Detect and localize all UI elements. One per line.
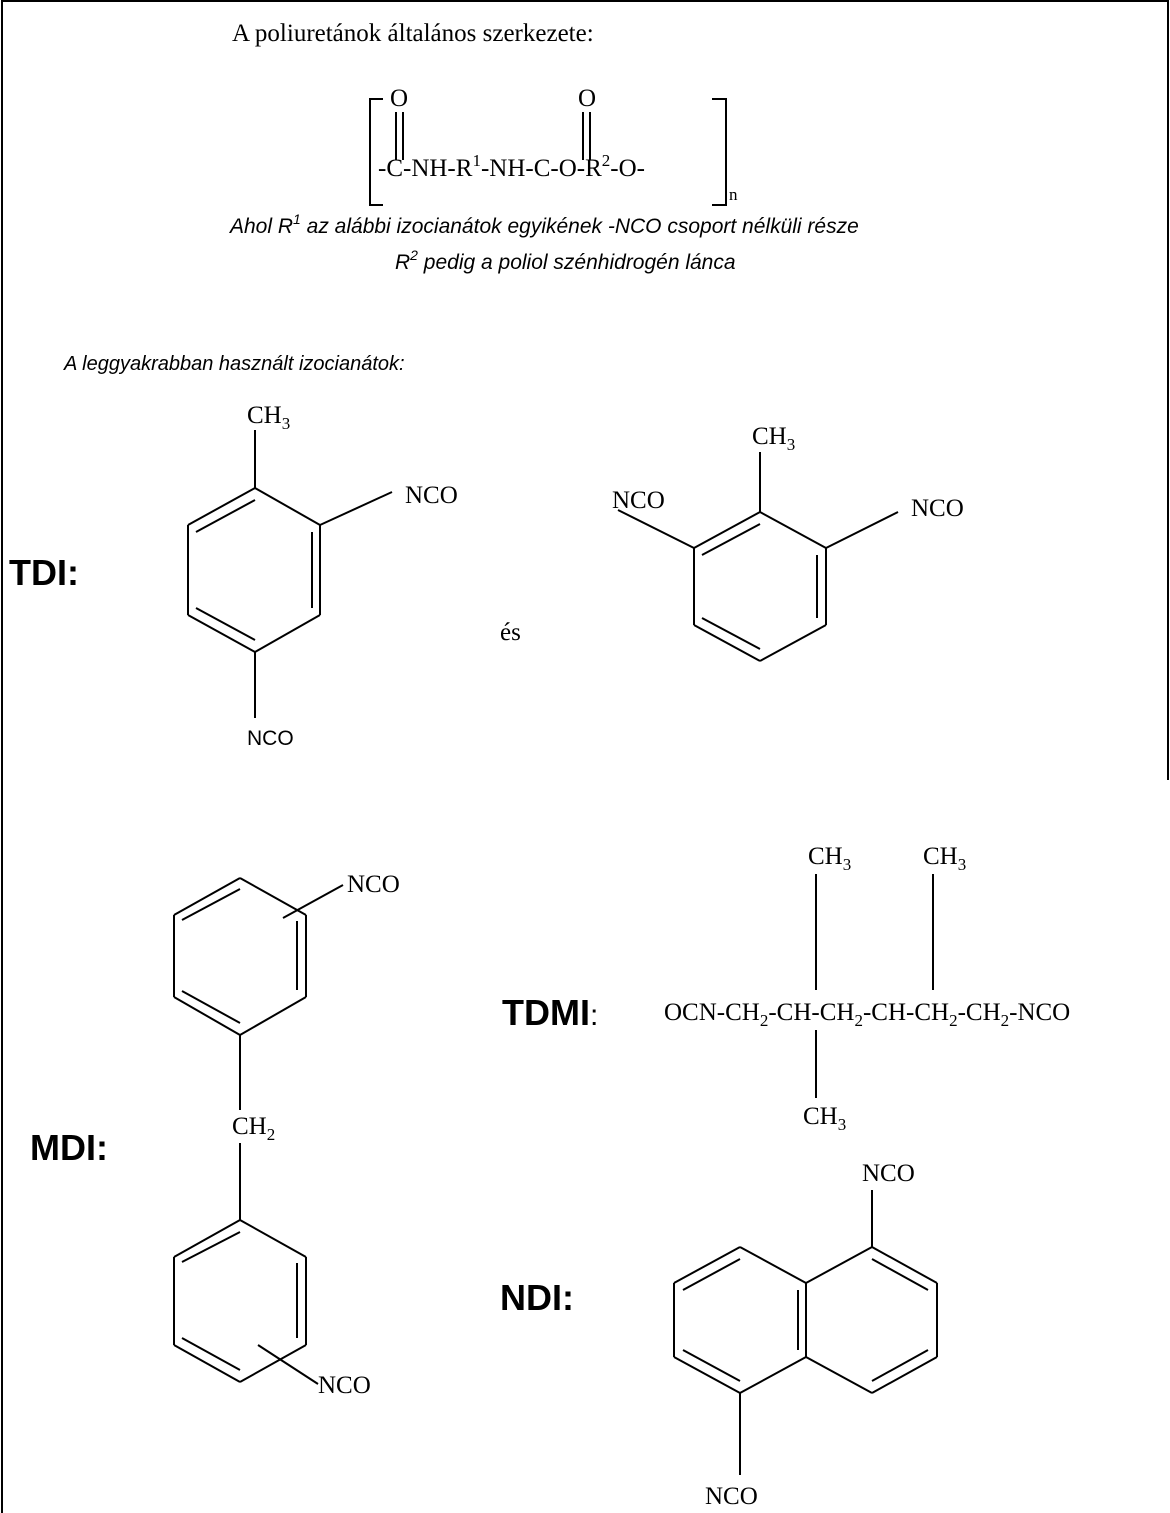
tdi-24-ch: CH	[247, 402, 282, 429]
tdmi-chain-p5: -NCO	[1009, 999, 1070, 1026]
formula-part-1: -C-NH-R	[378, 155, 473, 182]
tdmi-chain-s3: 2	[949, 1011, 958, 1030]
explain-line-2: R2 pedig a poliol szénhidrogén lánca	[395, 247, 736, 274]
explain-1-a: Ahol R	[228, 215, 293, 238]
tdi-26-nco-left: NCO	[612, 487, 665, 514]
mdi-label: MDI:	[30, 1127, 108, 1168]
tdmi-m1-sub: 3	[843, 855, 852, 874]
mdi-lower-nco: NCO	[318, 1372, 371, 1399]
explain-2-sup: 2	[409, 247, 418, 263]
tdmi-chain-p4: -CH	[958, 999, 1001, 1026]
tdi-24-ring	[187, 487, 321, 653]
tdmi-chain-s2: 2	[854, 1011, 863, 1030]
tdmi-m2-sub: 3	[958, 855, 967, 874]
carbonyl-oxygen-2: O	[578, 85, 596, 112]
tdmi-methyl-bottom: CH3	[803, 1103, 846, 1134]
explain-2-a: R	[395, 251, 410, 274]
ndi-structure: NCO NCO	[673, 1160, 938, 1510]
tdmi-chain-s1: 2	[760, 1011, 769, 1030]
mdi-methylene: CH2	[232, 1113, 275, 1144]
tdi-26-nco-right: NCO	[911, 495, 964, 522]
mdi-sub2: 2	[267, 1125, 276, 1144]
general-formula: -C-NH-R1-NH-C-O-R2-O-	[378, 151, 645, 182]
tdmi-label-bold: TDMI	[502, 992, 590, 1033]
tdi-26-sub3: 3	[787, 435, 796, 454]
explain-2-b: pedig a poliol szénhidrogén lánca	[418, 251, 736, 274]
mdi-upper-ring	[173, 877, 307, 1036]
tdmi-methyl-2-top: CH3	[923, 843, 966, 874]
formula-sup-2: 2	[602, 151, 611, 170]
tdi-26-structure: CH3 NCO NCO	[612, 423, 964, 662]
carbonyl-double-bonds	[395, 112, 591, 160]
left-bracket	[369, 98, 383, 206]
tdi-24-methyl: CH3	[247, 402, 290, 433]
tdmi-chain-p2: -CH-CH	[768, 999, 854, 1026]
isocyanates-subtitle: A leggyakrabban használt izocianátok:	[63, 353, 405, 375]
tdi-26-methyl: CH3	[752, 423, 795, 454]
explain-1-b: az alábbi izocianátok egyikének -NCO cso…	[301, 215, 859, 238]
tdmi-m1-ch: CH	[808, 843, 843, 870]
repeat-subscript: n	[729, 185, 738, 204]
mdi-lower-nco-bond	[257, 1344, 319, 1385]
tdmi-m3-ch: CH	[803, 1103, 838, 1130]
ndi-label: NDI:	[500, 1277, 574, 1318]
tdmi-chain: OCN-CH2-CH-CH2-CH-CH2-CH2-NCO	[664, 999, 1070, 1030]
formula-part-2: -NH-C-O-R	[481, 155, 602, 182]
tdi-and-text: és	[500, 619, 521, 646]
tdmi-methyl-1-top: CH3	[808, 843, 851, 874]
general-title: A poliuretánok általános szerkezete:	[232, 20, 594, 47]
mdi-structure: NCO CH2 NCO	[173, 871, 400, 1399]
tdmi-m2-ch: CH	[923, 843, 958, 870]
mdi-lower-ring	[173, 1219, 307, 1383]
tdi-24-nco-bond-top	[319, 491, 393, 526]
mdi-upper-nco: NCO	[347, 871, 400, 898]
tdi-24-structure: CH3 NCO NCO	[187, 402, 458, 750]
tdi-label: TDI:	[9, 552, 79, 593]
carbonyl-oxygen-1: O	[390, 85, 408, 112]
tdmi-label: TDMI:	[502, 992, 598, 1033]
explain-line-1: Ahol R1 az alábbi izocianátok egyikének …	[228, 211, 859, 238]
tdmi-structure: CH3 CH3 OCN-CH2-CH-CH2-CH-CH2-CH2-NCO CH…	[664, 843, 1070, 1134]
tdmi-chain-p1: OCN-CH	[664, 999, 760, 1026]
explain-1-sup: 1	[293, 211, 301, 227]
tdi-26-nco-bond-left	[617, 509, 695, 549]
repeat-unit-brackets	[369, 98, 727, 206]
tdmi-chain-p3: -CH-CH	[863, 999, 949, 1026]
tdmi-chain-s4: 2	[1001, 1011, 1010, 1030]
tdi-26-ch: CH	[752, 423, 787, 450]
tdi-24-nco-bottom: NCO	[247, 727, 294, 750]
tdmi-m3-sub: 3	[838, 1115, 847, 1134]
mdi-upper-nco-bond	[282, 884, 344, 919]
right-bracket	[712, 98, 727, 206]
ndi-nco-bottom: NCO	[705, 1483, 758, 1510]
tdmi-label-colon: :	[590, 999, 598, 1032]
mdi-ch: CH	[232, 1113, 267, 1140]
tdi-26-nco-bond-right	[825, 511, 899, 549]
formula-sup-1: 1	[472, 151, 481, 170]
formula-part-3: -O-	[610, 155, 645, 182]
ndi-nco-top: NCO	[862, 1160, 915, 1187]
ndi-naphthalene	[673, 1246, 938, 1394]
tdi-24-sub3: 3	[282, 414, 291, 433]
tdi-26-ring	[693, 511, 827, 662]
tdi-24-nco-top: NCO	[405, 482, 458, 509]
